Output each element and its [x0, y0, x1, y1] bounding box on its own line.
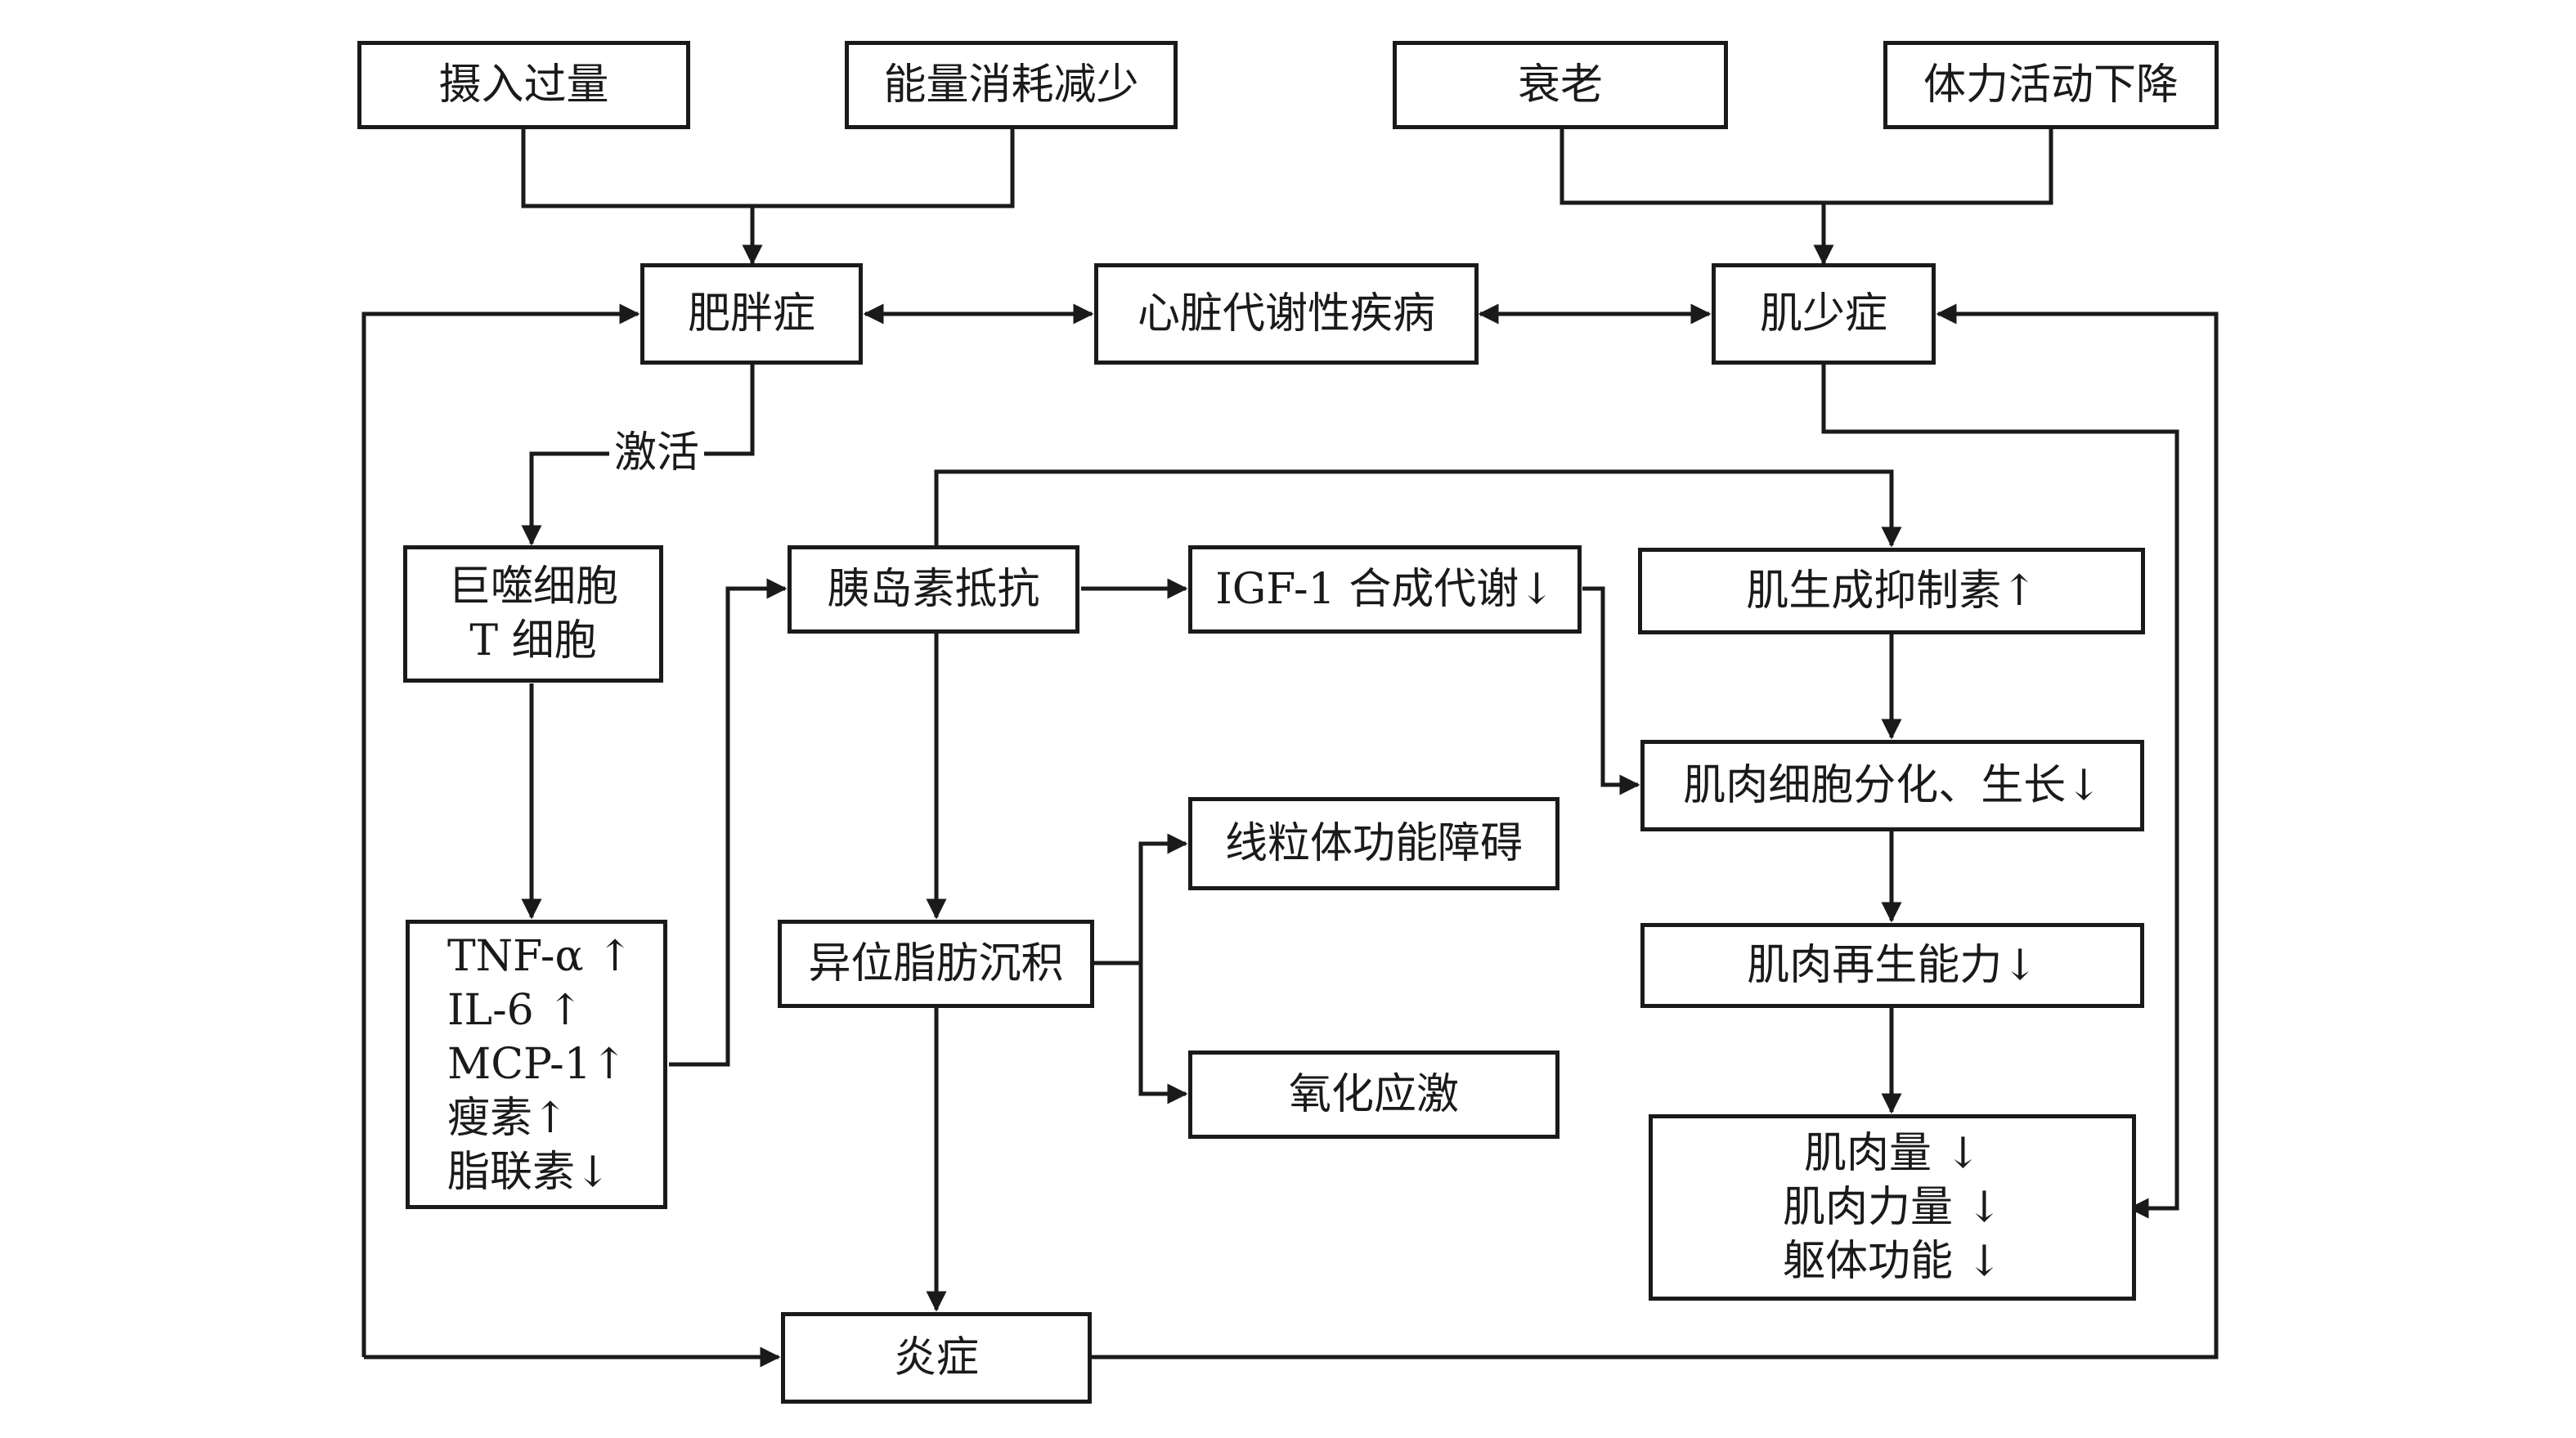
- edge-cytokines-insulin: [669, 578, 788, 1067]
- edge-inflammation-sarcopenia: [1086, 303, 2219, 1360]
- node-energy-reduction: 能量消耗减少: [845, 41, 1178, 129]
- node-insulin-resistance: 胰岛素抵抗: [788, 545, 1079, 634]
- node-muscle-outcomes: 肌肉量 ↓ 肌肉力量 ↓ 躯体功能 ↓: [1649, 1114, 2136, 1301]
- node-ectopic-fat: 异位脂肪沉积: [778, 920, 1094, 1008]
- node-cytokines: TNF-α ↑ IL-6 ↑ MCP-1↑ 瘦素↑ 脂联素↓: [406, 920, 667, 1209]
- edge-inflammation-obesity: [361, 303, 640, 1357]
- node-immune-cells: 巨噬细胞 T 细胞: [403, 545, 663, 683]
- edge-igf1-diff: [1582, 586, 1640, 795]
- node-excess-intake: 摄入过量: [357, 41, 690, 129]
- node-igf1: IGF-1 合成代谢↓: [1188, 545, 1582, 634]
- node-mitochondria: 线粒体功能障碍: [1188, 797, 1560, 890]
- node-aging: 衰老: [1393, 41, 1728, 129]
- node-sarcopenia: 肌少症: [1712, 263, 1936, 365]
- edge-ectopic-mito: [1138, 833, 1188, 963]
- edge-causes-to-obesity: [521, 129, 1015, 208]
- edge-label-activate: 激活: [609, 432, 705, 474]
- edge-ectopic-oxidative: [1138, 963, 1188, 1104]
- edge-insulin-myostatin: [934, 469, 1902, 548]
- node-muscle-regeneration: 肌肉再生能力↓: [1640, 923, 2144, 1008]
- node-myostatin: 肌生成抑制素↑: [1638, 548, 2145, 634]
- node-oxidative-stress: 氧化应激: [1188, 1051, 1560, 1139]
- node-muscle-differentiation: 肌肉细胞分化、生长↓: [1640, 740, 2144, 831]
- edge-causes-to-sarcopenia: [1560, 129, 2053, 205]
- node-cardiometabolic: 心脏代谢性疾病: [1094, 263, 1479, 365]
- node-inflammation: 炎症: [781, 1312, 1092, 1404]
- node-activity-decline: 体力活动下降: [1883, 41, 2219, 129]
- node-obesity: 肥胖症: [640, 263, 863, 365]
- edge-sarcopenia-outcome: [1821, 365, 2179, 1219]
